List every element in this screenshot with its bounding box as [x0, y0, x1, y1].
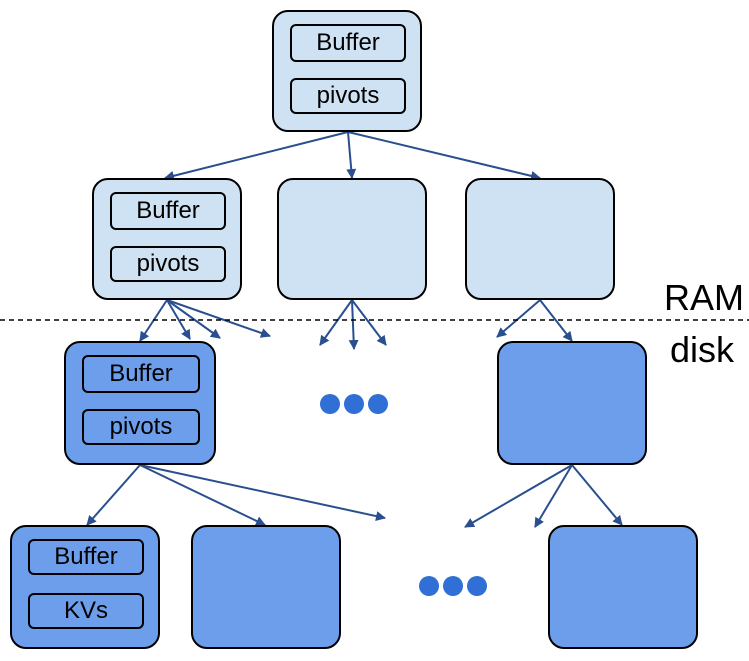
level2-node-2 [497, 341, 647, 465]
ellipsis-dot [443, 576, 463, 596]
leaf-node-1: Buffer KVs [10, 525, 160, 649]
leaf-kvs: KVs [28, 593, 144, 629]
edge-l1c-out [496, 299, 541, 338]
level2-buffer: Buffer [82, 355, 200, 393]
root-node: Buffer pivots [272, 10, 422, 132]
ram-label: RAM [664, 277, 744, 318]
level1-buffer: Buffer [110, 192, 226, 230]
edge-l1b-out3 [351, 299, 387, 346]
leaf-node-2 [191, 525, 341, 649]
edge-l2b-l3c-b [571, 464, 623, 526]
leaf-buffer: Buffer [28, 539, 144, 575]
level1-node-3 [465, 178, 615, 300]
level2-pivots: pivots [82, 409, 200, 445]
level2-node-1: Buffer pivots [64, 341, 216, 465]
edge-l2b-l3c-a [534, 464, 573, 528]
edge-root-child2 [346, 131, 357, 179]
ellipsis-dot [344, 394, 364, 414]
edge-l2a-l3a [86, 464, 141, 526]
edge-l1a-out2 [166, 299, 271, 338]
ellipsis-dots-level3 [419, 576, 487, 596]
leaf-node-3 [548, 525, 698, 649]
edge-l1a-out1 [166, 299, 221, 339]
level1-node-1: Buffer pivots [92, 178, 242, 300]
edge-l1b-out1 [319, 299, 353, 346]
level1-pivots: pivots [110, 246, 226, 282]
edge-l2a-out [139, 464, 386, 521]
ellipsis-dots-level2 [320, 394, 388, 414]
edge-l1a-out3 [166, 299, 191, 340]
root-buffer: Buffer [290, 24, 406, 62]
edge-l2b-out [464, 464, 573, 528]
edge-l2a-l3b [139, 464, 266, 526]
ellipsis-dot [320, 394, 340, 414]
ellipsis-dot [419, 576, 439, 596]
edge-root-child3 [347, 131, 541, 181]
root-pivots: pivots [290, 78, 406, 114]
ellipsis-dot [467, 576, 487, 596]
disk-label: disk [670, 329, 735, 370]
edge-root-child1 [164, 131, 349, 181]
edge-l1b-out2 [348, 299, 359, 350]
ellipsis-dot [368, 394, 388, 414]
edge-l1c-l2b [539, 299, 573, 342]
level1-node-2 [277, 178, 427, 300]
